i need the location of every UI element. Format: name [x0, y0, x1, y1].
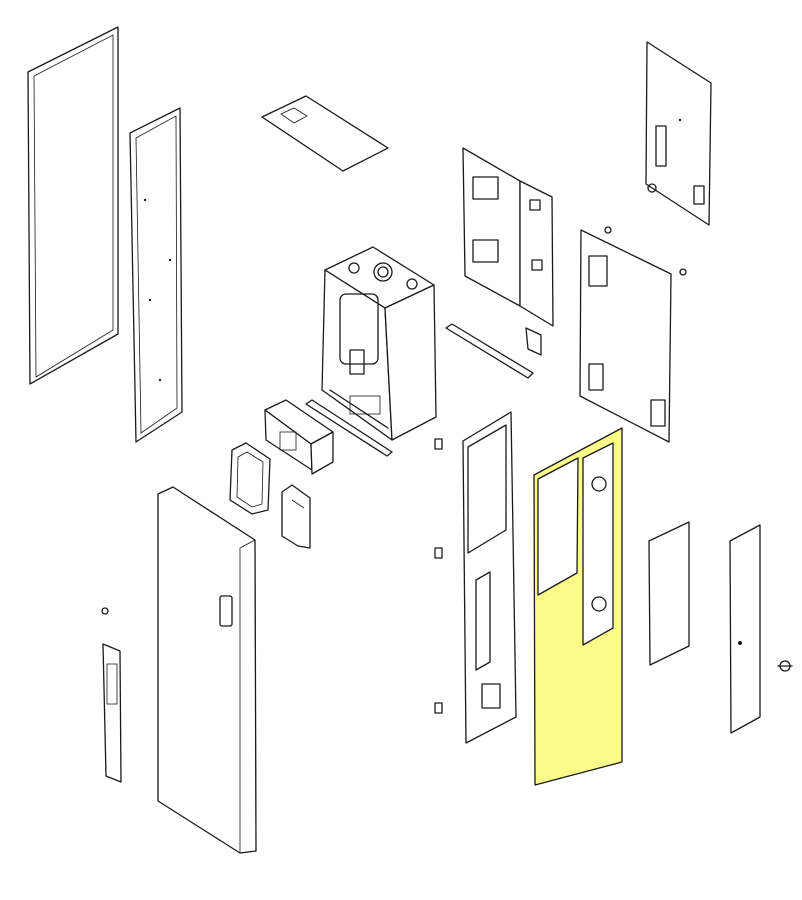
- left-side-panel: [129, 107, 183, 443]
- front-door-panel: [157, 486, 257, 854]
- boiler-core-unit: [321, 246, 437, 441]
- mounting-clips: [434, 438, 443, 714]
- right-narrow-door: [729, 524, 761, 734]
- highlighted-access-panel: [533, 427, 623, 786]
- front-bracket-rail: [305, 399, 393, 457]
- junction-box: [281, 484, 311, 549]
- small-screw: [101, 607, 109, 615]
- rear-bracket-rail: [445, 323, 534, 379]
- control-box: [264, 399, 334, 475]
- knob: [777, 660, 793, 672]
- left-outer-frame-panel: [27, 26, 119, 385]
- front-trim-strip: [102, 643, 122, 783]
- display-frame: [229, 442, 271, 515]
- rear-top-panel: [645, 41, 712, 226]
- small-bracket: [525, 327, 542, 356]
- inner-frame-panel: [462, 411, 517, 744]
- glass-panel: [648, 521, 690, 666]
- right-back-panel: [579, 226, 687, 443]
- top-cover-plate: [261, 95, 389, 172]
- rear-wall-panel: [462, 147, 554, 327]
